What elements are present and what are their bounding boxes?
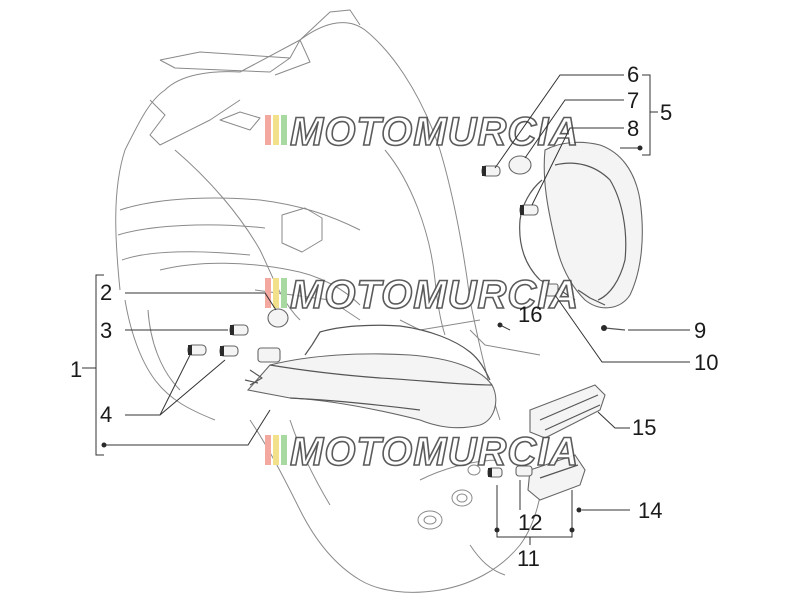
bulb-2	[267, 308, 289, 328]
clip-10	[545, 283, 559, 297]
callout-3: 3	[100, 318, 112, 343]
watermark-text: MOTOMURCIA	[290, 273, 579, 317]
callouts: 1 2 3 4 5 6 7 8 9 10 11 12 14 15 16	[70, 62, 718, 571]
callout-15: 15	[632, 415, 656, 440]
callout-9: 9	[694, 318, 706, 343]
watermark-bottom: MOTOMURCIA	[265, 429, 579, 475]
leader-lines	[82, 74, 690, 545]
callout-12: 12	[518, 510, 542, 535]
bulb-12b	[515, 465, 533, 477]
callout-16: 16	[518, 302, 542, 327]
callout-10: 10	[694, 350, 718, 375]
rear-mudguard	[249, 419, 546, 593]
left-tail-light	[244, 324, 497, 429]
callout-14: 14	[638, 498, 662, 523]
right-tail-light	[481, 141, 643, 331]
plate-reflector	[529, 384, 606, 439]
watermark-text: MOTOMURCIA	[290, 430, 579, 474]
watermark-text: MOTOMURCIA	[290, 110, 579, 154]
callout-1: 1	[70, 357, 82, 382]
callout-11: 11	[517, 546, 540, 571]
callout-7: 7	[627, 88, 639, 113]
callout-2: 2	[100, 280, 112, 305]
callout-8: 8	[627, 116, 639, 141]
callout-5: 5	[660, 100, 672, 125]
callout-6: 6	[627, 62, 639, 87]
plate-light	[487, 322, 586, 513]
callout-4: 4	[100, 402, 112, 427]
watermark-middle: MOTOMURCIA	[265, 272, 579, 318]
bulbs-left	[187, 308, 289, 357]
bulb-7	[508, 155, 532, 175]
screw-9	[604, 327, 626, 331]
